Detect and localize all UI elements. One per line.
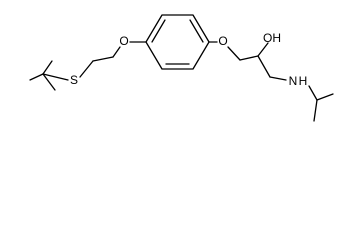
bond-nitrogen-ch <box>308 85 318 101</box>
bond-ch-methyl-down <box>313 99 318 122</box>
tert-butyl-group <box>29 60 69 91</box>
bond-tbu-methyl-top <box>42 60 53 75</box>
thioethyl-chain <box>79 46 121 78</box>
oxygen-left-atom-label: O <box>119 34 128 48</box>
bond-tbu-sulfur <box>42 73 69 81</box>
bond-ch2-oxygen-left <box>112 46 121 58</box>
propanol-chain <box>227 42 287 81</box>
ring-double-bond-right <box>189 19 204 43</box>
isopropyl-group <box>308 85 334 122</box>
ring-outline <box>145 14 210 70</box>
bond-choh-ch2 <box>257 55 271 78</box>
bond-ch2-choh <box>239 55 259 61</box>
sulfur-atom-label: S <box>70 73 78 87</box>
bond-tbu-methyl-left <box>29 73 44 81</box>
bond-sulfur-ch2 <box>79 60 94 78</box>
structure-canvas: S O O OH N H <box>29 14 334 122</box>
bond-ch-methyl-right <box>316 93 334 101</box>
bond-choh-oh <box>257 42 269 57</box>
bond-ch2-nitrogen <box>269 76 287 81</box>
oxygen-right-atom-label: O <box>218 34 227 48</box>
bond-oxygen-right-ch2 <box>227 46 241 61</box>
amine-hydrogen-label: H <box>299 74 308 88</box>
amine-nitrogen-label: N <box>289 74 298 88</box>
ring-double-bond-top-left <box>151 19 166 43</box>
bond-ch2-ch2 <box>92 56 114 62</box>
hydroxyl-label: OH <box>263 31 281 45</box>
bond-tbu-methyl-bottom <box>42 73 56 91</box>
benzene-ring <box>145 14 210 70</box>
